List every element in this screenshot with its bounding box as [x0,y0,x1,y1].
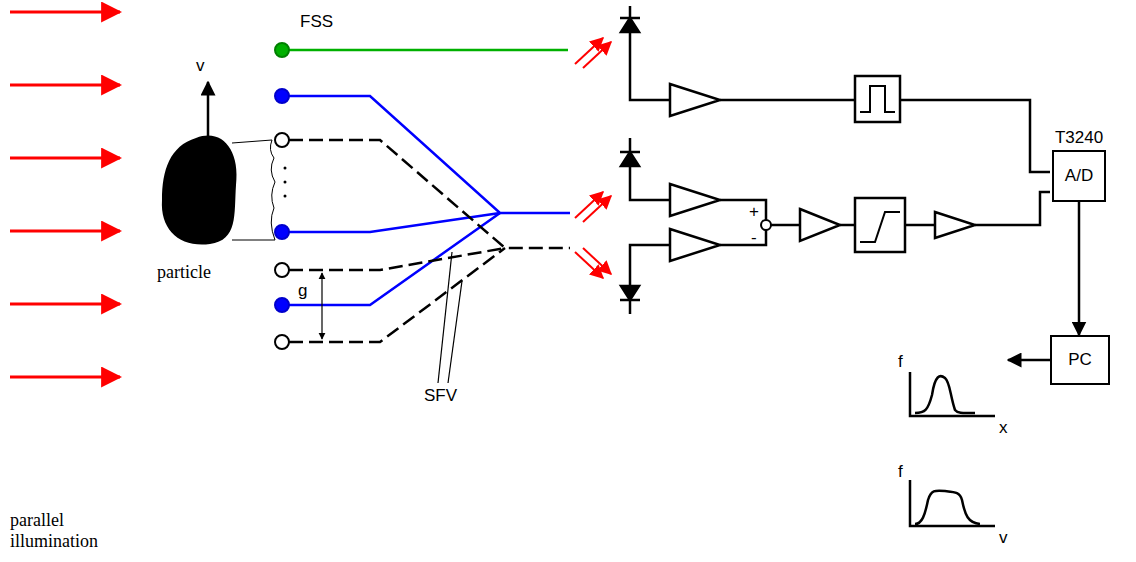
particle-blob [162,136,237,245]
optical-fibers-part [289,213,500,305]
wires-part [975,192,1050,225]
distribution-graphs-part [915,491,980,524]
light-arrows-part [583,248,611,274]
light-arrows [575,38,611,278]
fiber-ends-part [284,167,287,170]
summing-junction-part [761,220,771,230]
illumination-arrows-part [10,84,120,87]
model-number: T3240 [1055,128,1103,148]
photodiodes-part [621,152,639,166]
wires-part [720,99,855,102]
wires-part [771,224,800,227]
light-arrows-part [575,252,603,278]
axis-label: v [999,528,1008,548]
wires-part [630,166,670,200]
computer-box: PC [1050,335,1110,385]
leader-lines-part [448,281,462,383]
distribution-graphs-part [910,372,995,416]
illumination-arrows-part [10,157,120,160]
wires-part [630,32,670,100]
fiber-label: FSS [300,12,333,32]
wires-part [720,200,766,220]
amplifiers-part [670,229,720,261]
velocity-arrow [207,82,210,190]
fiber-ends-part [284,181,287,184]
pulse-gate-box-part [860,86,895,112]
photodiodes-part [621,286,639,300]
distribution-graphs [910,372,995,526]
leader-lines [438,252,462,383]
gap-dimension [321,273,322,339]
dimension-label: g [298,281,307,301]
light-arrows-part [575,192,603,218]
pulse-gate-box [855,76,900,122]
fiber-ends [275,43,289,349]
optical-fibers-part [289,96,570,213]
distribution-graphs-part [915,376,975,413]
illumination-arrows [10,12,120,377]
particle-shadow [232,140,275,240]
illumination-arrows-part [10,376,120,379]
optical-fibers-part [289,248,505,270]
amplifiers-part [670,184,720,216]
illumination-label: parallel illumination [10,510,130,551]
converter-box: T3240A/D [1052,150,1106,202]
particle-blob-part [162,136,237,245]
pulse-gate-box-part [855,76,900,122]
highpass-filter-box [855,198,905,252]
wires-part [905,224,935,227]
fiber-ends-part [275,133,289,147]
leader-lines-part [438,252,452,383]
distribution-graphs-part [910,480,995,526]
gap-dimension-part [321,273,322,339]
part-name: particle [157,262,211,283]
fiber-ends-part [275,335,289,349]
box-label: A/D [1065,166,1093,186]
wires-part [630,245,670,286]
fiber-label: SFV [424,386,457,406]
velocity-label: v [196,56,205,76]
optical-fibers [289,50,570,342]
amplifiers-part [800,209,840,241]
particle-shadow-part [232,140,275,240]
fiber-ends-part [275,225,289,239]
velocity-arrow-part [207,82,210,190]
photodiodes-part [621,18,639,32]
optical-fibers-part [289,248,505,342]
summing-junction [761,220,771,230]
amplifiers-part [670,84,720,116]
illumination-arrows-part [10,230,120,233]
fiber-ends-part [275,298,289,312]
optical-fibers-part [289,49,568,52]
signal-sign: - [751,228,757,248]
illumination-arrows-part [10,11,120,14]
light-arrows-part [575,38,603,64]
axis-label: f [898,462,903,482]
wires-part [720,230,766,245]
light-arrows-part [583,42,611,68]
highpass-filter-box-part [860,212,900,242]
highpass-filter-box-part [855,198,905,252]
amplifiers-part [935,212,975,238]
optical-fibers-part [289,140,570,248]
fiber-ends-part [275,43,289,57]
wires [630,32,1110,360]
wires-part [900,100,1050,172]
axis-label: x [999,418,1008,438]
box-label: PC [1068,350,1092,370]
fiber-ends-part [275,263,289,277]
illumination-arrows-part [10,303,120,306]
light-arrows-part [583,196,611,222]
amplifiers [670,84,975,261]
axis-label: f [898,352,903,372]
signal-sign: + [749,202,759,222]
signal-connector [1078,202,1081,335]
fiber-ends-part [284,195,287,198]
fiber-ends-part [275,89,289,103]
